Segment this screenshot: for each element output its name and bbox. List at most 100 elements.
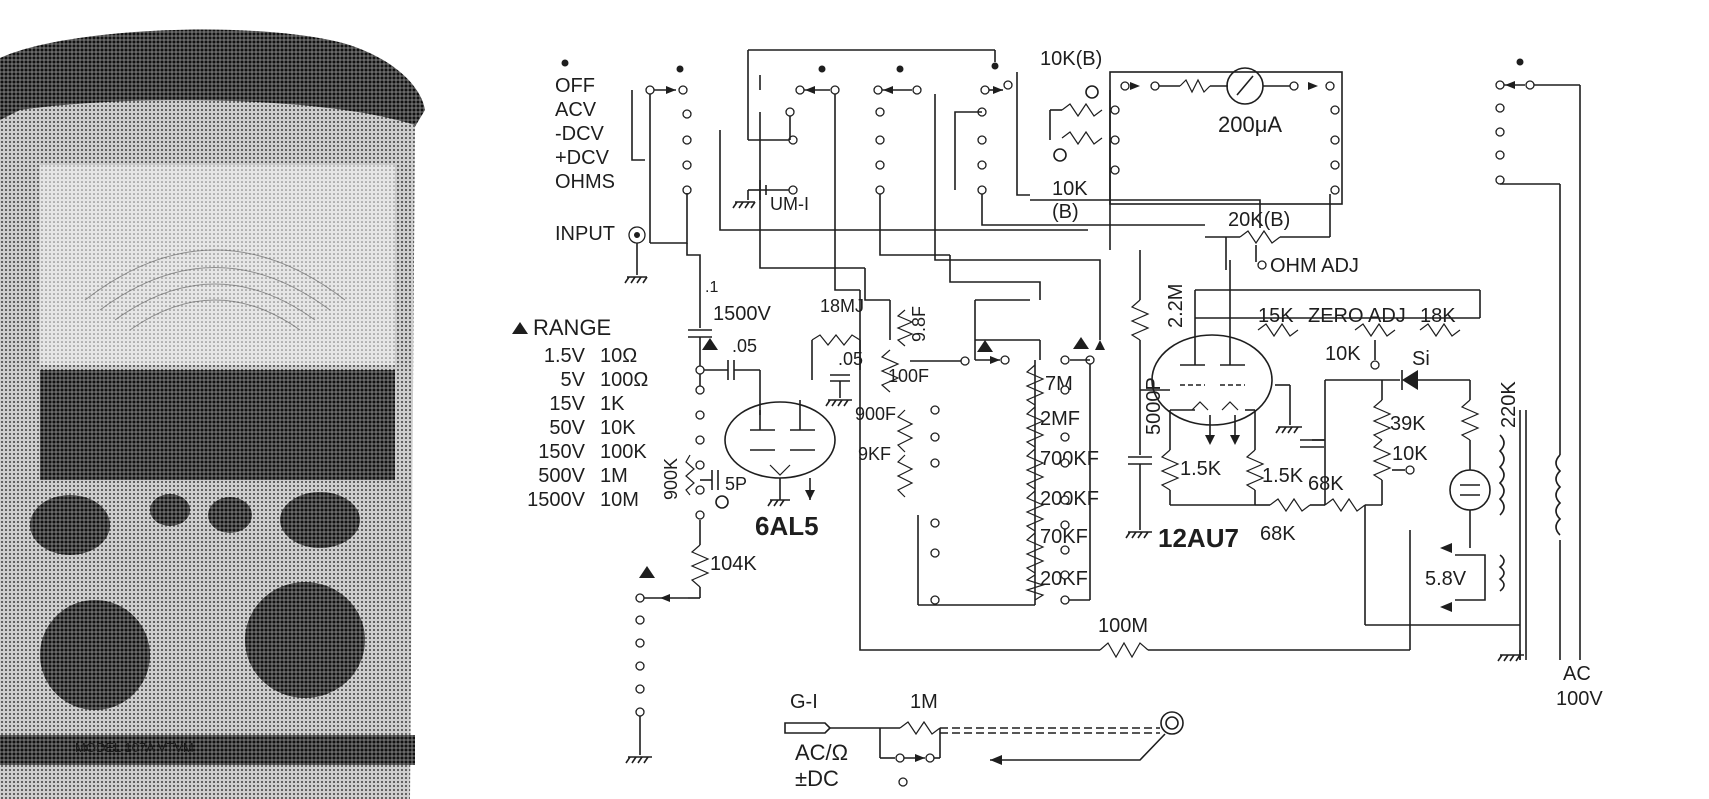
range-resistance: 1M	[600, 465, 628, 487]
function-selector-knob-icon	[245, 582, 365, 698]
switch-wafer-4	[977, 62, 1013, 195]
diode-icon	[1402, 370, 1418, 390]
pot-10kb-bot-label: 10K	[1052, 178, 1088, 200]
grid-filter: 2.2M 5000P	[1125, 250, 1187, 539]
cap-dot1-label: .1	[705, 279, 718, 296]
r-68k-b-label: 68K	[1260, 523, 1296, 545]
r-9kf-label: 9KF	[858, 444, 891, 464]
r-18k-label: 18K	[1420, 305, 1456, 327]
dc-divider: 7M 2MF 700KF 200KF 70KF 20KF	[974, 300, 1105, 605]
r-68k-a-label: 68K	[1308, 473, 1344, 495]
switch-pos-acv: ACV	[555, 99, 597, 121]
switch-wafer-3	[873, 65, 922, 195]
power-supply: Si 39K 10K 68K 68K 220K	[1255, 348, 1562, 662]
pot-10kb-bot2-label: (B)	[1052, 201, 1079, 223]
ac-divider: 9.8F 100F 900F 9KF	[855, 268, 1035, 606]
tube-12au7-label: 12AU7	[1158, 523, 1239, 553]
r-220k-label: 220K	[1498, 381, 1520, 428]
res-900k-label: 900K	[661, 458, 681, 500]
um1-label: UM-I	[770, 194, 809, 214]
r-700kf-label: 700KF	[1040, 448, 1099, 470]
knob-icon	[30, 495, 110, 555]
r-15k-label: 15K	[1258, 305, 1294, 327]
ground-icon	[624, 276, 648, 284]
coupling-network: .05 18MJ .05	[695, 296, 864, 415]
transformer-secondary-icon	[1498, 434, 1505, 516]
range-resistance: 10M	[600, 489, 639, 511]
ohm-adj: 20K(B) OHM ADJ	[1205, 194, 1359, 277]
ac-label: AC	[1563, 663, 1591, 685]
range-resistance: 100Ω	[600, 369, 648, 391]
vtvm-photo: MODEL 107A VTVM	[0, 29, 425, 799]
probe-connector-icon	[1160, 711, 1184, 735]
res-18m-label: 18MJ	[820, 296, 864, 316]
switch-pos-ohms: OHMS	[555, 171, 615, 193]
range-resistance: 1K	[600, 393, 625, 415]
range-voltage: 5V	[561, 369, 586, 391]
triangle-marker-icon	[512, 322, 528, 334]
range-selector-knob-icon	[40, 600, 150, 710]
pot-10k-b-label: 10K	[1392, 443, 1428, 465]
range-voltage: 500V	[538, 465, 585, 487]
res-104k-label: 104K	[710, 553, 757, 575]
tube-12au7: 12AU7 1.5K 1.5K	[1151, 260, 1481, 553]
probe-g1-label: G-I	[790, 691, 818, 713]
range-resistance: 10K	[600, 417, 636, 439]
pot-10k-a-label: 10K	[1325, 343, 1361, 365]
switch-pos-pos-dcv: +DCV	[555, 147, 610, 169]
r-20kb-label: 20K(B)	[1228, 209, 1290, 231]
c-900f-label: 900F	[855, 404, 896, 424]
c-5000p-label: 5000P	[1143, 377, 1165, 435]
neon-lamp-icon	[1449, 469, 1491, 511]
r-39k-label: 39K	[1390, 413, 1426, 435]
cap-05a-label: .05	[732, 336, 757, 356]
zero-adj-label: ZERO ADJ	[1308, 305, 1406, 327]
range-divider: 900K 5P 104K	[625, 374, 757, 764]
r-70kf-label: 70KF	[1040, 526, 1088, 548]
transformer-primary-icon	[1555, 454, 1562, 536]
photo-model-label: MODEL 107A VTVM	[75, 740, 194, 755]
tube-6al5-label: 6AL5	[755, 511, 819, 541]
range-voltage: 50V	[549, 417, 585, 439]
knob-icon	[208, 497, 252, 533]
r-15k-a-label: 1.5K	[1180, 458, 1222, 480]
ac-power: AC 100V	[1495, 58, 1603, 710]
cap-5p-label: 5P	[725, 474, 747, 494]
meter-scale-arcs	[84, 249, 346, 331]
ac-v-label: 100V	[1556, 688, 1603, 710]
range-resistance: 100K	[600, 441, 647, 463]
probe: G-I 1M AC/Ω ±DC	[784, 691, 1184, 791]
probe-1m-label: 1M	[910, 691, 938, 713]
knob-icon	[280, 492, 360, 548]
zero-adj: 15K ZERO ADJ 18K 10K	[1257, 305, 1461, 370]
meter-200ua-label: 200μA	[1218, 112, 1282, 137]
probe-ac-label: AC/Ω	[795, 740, 848, 765]
range-voltage: 1500V	[527, 489, 585, 511]
range-voltage: 15V	[549, 393, 585, 415]
r-2mf-label: 2MF	[1040, 408, 1080, 430]
tube-6al5: 6AL5	[724, 400, 836, 541]
knob-icon	[150, 494, 190, 526]
meter-bridge: 10K(B) 200μA 10K (B)	[1040, 48, 1343, 223]
range-voltage: 1.5V	[544, 345, 586, 367]
c-98f-label: 9.8F	[909, 306, 929, 342]
meter-window	[40, 165, 395, 365]
r-15k-b-label: 1.5K	[1262, 465, 1304, 487]
r-100m-label: 100M	[1098, 615, 1148, 637]
range-title: RANGE	[533, 315, 611, 340]
range-resistance: 10Ω	[600, 345, 637, 367]
function-switch-labels: OFF ACV -DCV +DCV OHMS INPUT	[555, 75, 648, 284]
pot-10kb-top-label: 10K(B)	[1040, 48, 1102, 70]
range-voltage: 150V	[538, 441, 585, 463]
cap-05b-label: .05	[838, 349, 863, 369]
si-label: Si	[1412, 348, 1430, 370]
ohm-adj-label: OHM ADJ	[1270, 255, 1359, 277]
c-100f-label: 100F	[888, 366, 929, 386]
wiring	[631, 50, 1261, 341]
switch-wafer-1	[561, 59, 692, 243]
probe-tip-icon	[784, 722, 832, 734]
heater-label: 5.8V	[1425, 568, 1467, 590]
probe-dc-label: ±DC	[795, 766, 839, 791]
